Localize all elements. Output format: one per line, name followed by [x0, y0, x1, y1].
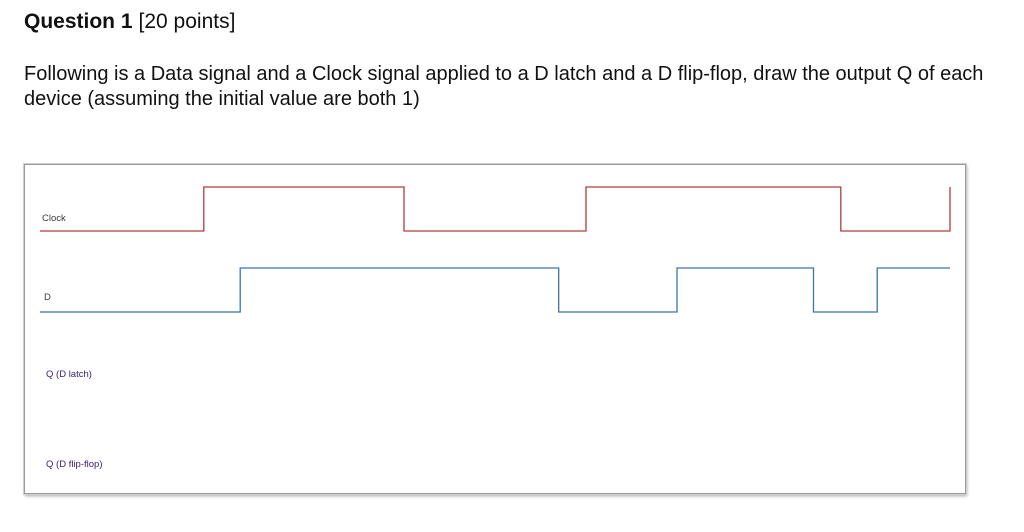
q-latch-label: Q (D latch) [46, 369, 92, 380]
clock-waveform [40, 186, 951, 232]
question-heading: Question 1[20 points] [24, 8, 235, 36]
question-points: [20 points] [138, 10, 236, 33]
timing-diagram: Clock D Q (D latch) Q (D flip-flop) [24, 164, 966, 494]
data-label: D [44, 292, 51, 303]
data-waveform [40, 267, 950, 313]
timing-diagram-canvas: Clock D Q (D latch) Q (D flip-flop) [40, 186, 951, 470]
q-flipflop-label: Q (D flip-flop) [46, 459, 102, 470]
question-title: Question 1 [24, 10, 133, 33]
clock-label: Clock [42, 213, 66, 224]
question-text: Following is a Data signal and a Clock s… [24, 63, 984, 110]
